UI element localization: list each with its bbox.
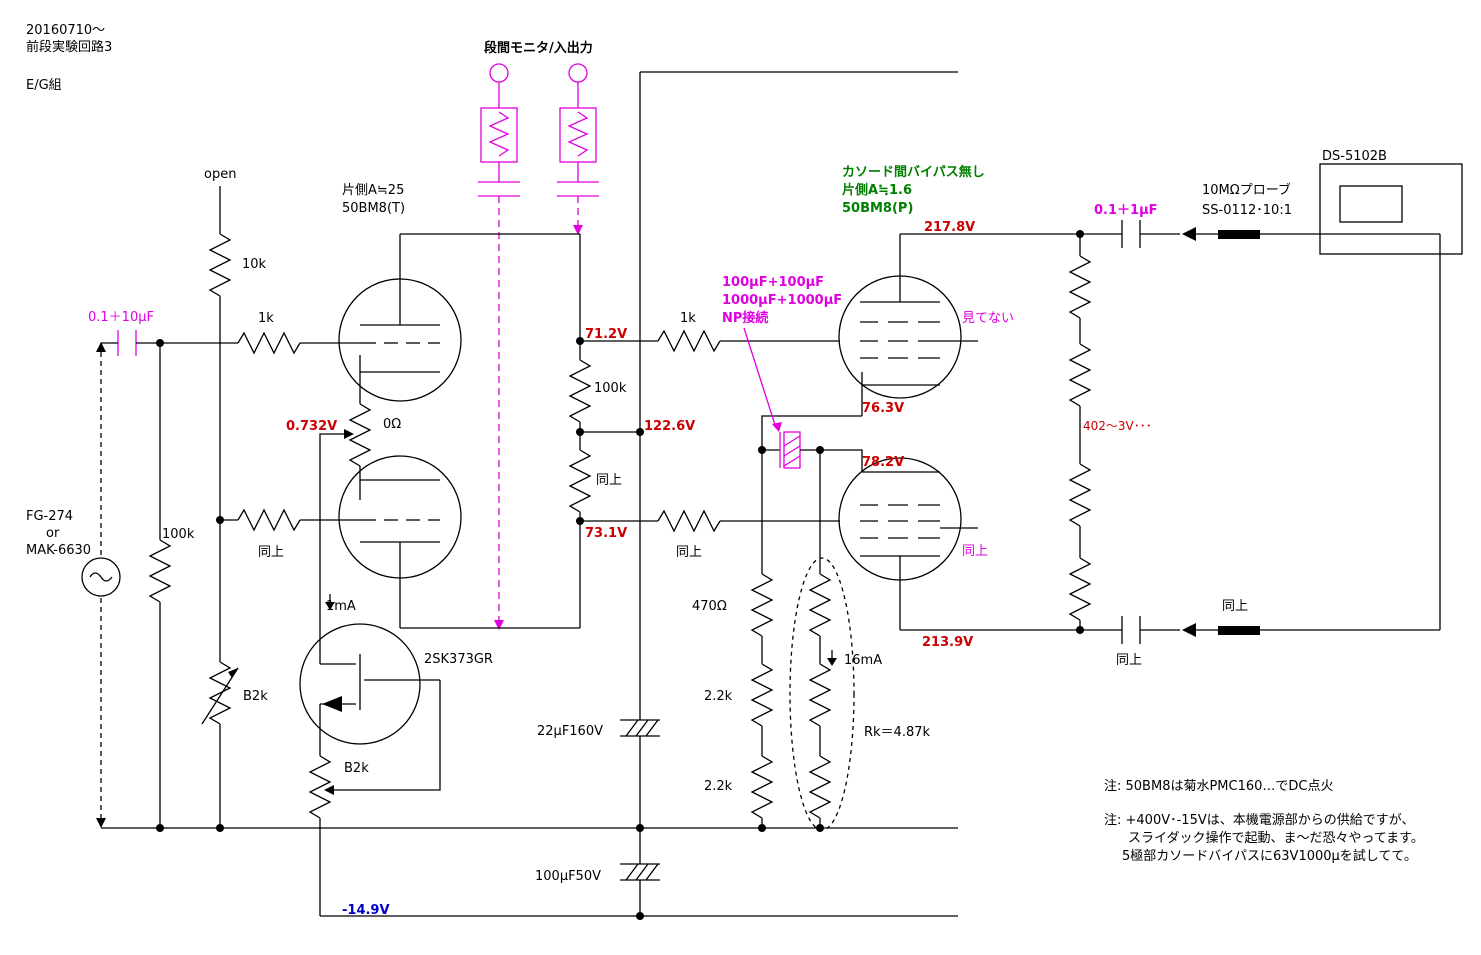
generator-name-3: MAK-6630 xyxy=(26,543,91,558)
stage2-g2-top: 見てない xyxy=(962,311,1014,326)
triode-upper xyxy=(338,234,462,404)
generator-name-1: FG-274 xyxy=(26,509,73,524)
plate-supply-v: 402～3V･･･ xyxy=(1083,419,1152,433)
note-line-1: 注: 50BM8は菊水PMC160…でDC点火 xyxy=(1104,779,1334,794)
plate-load-r2 xyxy=(1068,343,1092,407)
stage1-cathode-pot xyxy=(348,403,372,467)
bias-pot-label: B2k xyxy=(243,689,268,704)
stage2-current-label: 16mA xyxy=(844,653,882,668)
grid-leak-label: 100k xyxy=(162,527,195,542)
stage1-load-r-top xyxy=(568,359,592,423)
stage2-plate-top-v: 217.8V xyxy=(924,220,975,235)
rk-c xyxy=(808,755,832,819)
monitor-label: 段間モニタ/入出力 xyxy=(484,40,593,56)
stage1-grid-r-bottom xyxy=(237,508,301,532)
stage2-cathode-bottom-v: 78.2V xyxy=(862,455,904,470)
bias-r-top-label: 10k xyxy=(242,257,267,272)
stage2-note1: カソード間バイパス無し xyxy=(842,164,985,180)
pentode-upper xyxy=(838,234,978,416)
supply-cap-bottom xyxy=(620,863,660,881)
output-cap-bottom-label: 同上 xyxy=(1116,653,1142,668)
r-22k-b-label: 2.2k xyxy=(704,779,733,794)
stage1-cathode-v: 0.732V xyxy=(286,419,337,434)
supply-cap-bottom-label: 100μF50V xyxy=(535,869,601,884)
note-line-4: 5極部カソードバイパスに63V1000μを試してて。 xyxy=(1122,848,1417,864)
bypass-label-1: 100μF+100μF xyxy=(722,275,824,290)
note-line-3: スライダック操作で起動、ま～だ恐々やってます。 xyxy=(1128,830,1424,846)
note-line-2: 注: +400V･-15Vは、本機電源部からの供給ですが、 xyxy=(1104,813,1414,828)
bypass-label-2: 1000μF+1000μF xyxy=(722,293,842,308)
r-22k-a-label: 2.2k xyxy=(704,689,733,704)
stage1-plate-top-v: 71.2V xyxy=(585,327,627,342)
output-cap-bottom xyxy=(1121,616,1141,644)
signal-generator-icon xyxy=(81,557,121,597)
stage1-tube: 50BM8(T) xyxy=(342,201,405,216)
rk-a xyxy=(808,573,832,637)
header-date: 20160710～ xyxy=(26,23,105,38)
stage2-note2: 片側A≒1.6 xyxy=(842,182,912,198)
stage2-plate-bottom-v: 213.9V xyxy=(922,635,973,650)
supply-cap-top-label: 22μF160V xyxy=(537,724,603,739)
generator-name-2: or xyxy=(46,526,60,541)
oscilloscope-icon xyxy=(1319,163,1463,255)
supply-cap-top xyxy=(620,719,660,737)
stage2-g2-bottom: 同上 xyxy=(962,544,988,559)
header-subtitle: E/G組 xyxy=(26,78,62,93)
rk-label: Rk＝4.87k xyxy=(864,725,931,740)
input-cap-label: 0.1＋10μF xyxy=(88,310,154,325)
bias-resistor-10k xyxy=(208,233,232,297)
stage2-grid-r-top-label: 1k xyxy=(680,311,696,326)
bias-pot xyxy=(208,661,232,725)
rk-b xyxy=(808,663,832,727)
probe-bottom-label: 同上 xyxy=(1222,599,1248,614)
r-470-label: 470Ω xyxy=(692,599,727,614)
stage2-tube: 50BM8(P) xyxy=(842,201,913,216)
r-470 xyxy=(750,573,774,637)
fet-label: 2SK373GR xyxy=(424,652,493,667)
r-22k-a xyxy=(750,663,774,727)
stage2-grid-r-bottom xyxy=(657,509,721,533)
stage2-cathode-top-v: 76.3V xyxy=(862,401,904,416)
plate-load-r1 xyxy=(1068,255,1092,319)
plate-load-r3 xyxy=(1068,463,1092,527)
output-cap-top-label: 0.1＋1μF xyxy=(1094,203,1158,218)
probe-label-2: SS-0112･10:1 xyxy=(1202,203,1292,218)
probe-label-1: 10MΩプローブ xyxy=(1202,182,1291,198)
stage1-load-r-top-label: 100k xyxy=(594,381,627,396)
triode-lower xyxy=(338,455,462,628)
input-capacitor xyxy=(117,330,137,356)
scope-label: DS-5102B xyxy=(1322,149,1387,164)
stage1-grid-r-top xyxy=(237,331,301,355)
r-22k-b xyxy=(750,755,774,819)
ccs-pot-label: B2k xyxy=(344,761,369,776)
stage1-plate-bottom-v: 73.1V xyxy=(585,526,627,541)
cathode-bypass-cap xyxy=(779,431,801,469)
plate-load-r4 xyxy=(1068,557,1092,621)
monitor-probe-right xyxy=(557,63,599,235)
fet-2sk373gr xyxy=(299,623,440,756)
header-title: 前段実験回路3 xyxy=(26,39,112,55)
negative-rail-v: -14.9V xyxy=(342,903,390,918)
stage1-cathode-r: 0Ω xyxy=(383,417,401,432)
open-label: open xyxy=(204,167,236,182)
stage1-load-r-bottom xyxy=(568,449,592,513)
ccs-pot xyxy=(308,755,332,819)
pentode-lower xyxy=(820,449,978,630)
output-cap-top xyxy=(1121,220,1141,248)
stage2-grid-r-bottom-label: 同上 xyxy=(676,545,702,560)
stage1-gain: 片側A≒25 xyxy=(342,183,404,198)
stage1-grid-r-bottom-label: 同上 xyxy=(258,545,284,560)
stage1-grid-r-top-label: 1k xyxy=(258,311,274,326)
stage1-load-r-bottom-label: 同上 xyxy=(596,473,622,488)
bypass-label-3: NP接続 xyxy=(722,310,768,326)
stage2-grid-r-top xyxy=(657,329,721,353)
stage1-mid-v: 122.6V xyxy=(644,419,695,434)
monitor-probe-left xyxy=(478,63,520,630)
